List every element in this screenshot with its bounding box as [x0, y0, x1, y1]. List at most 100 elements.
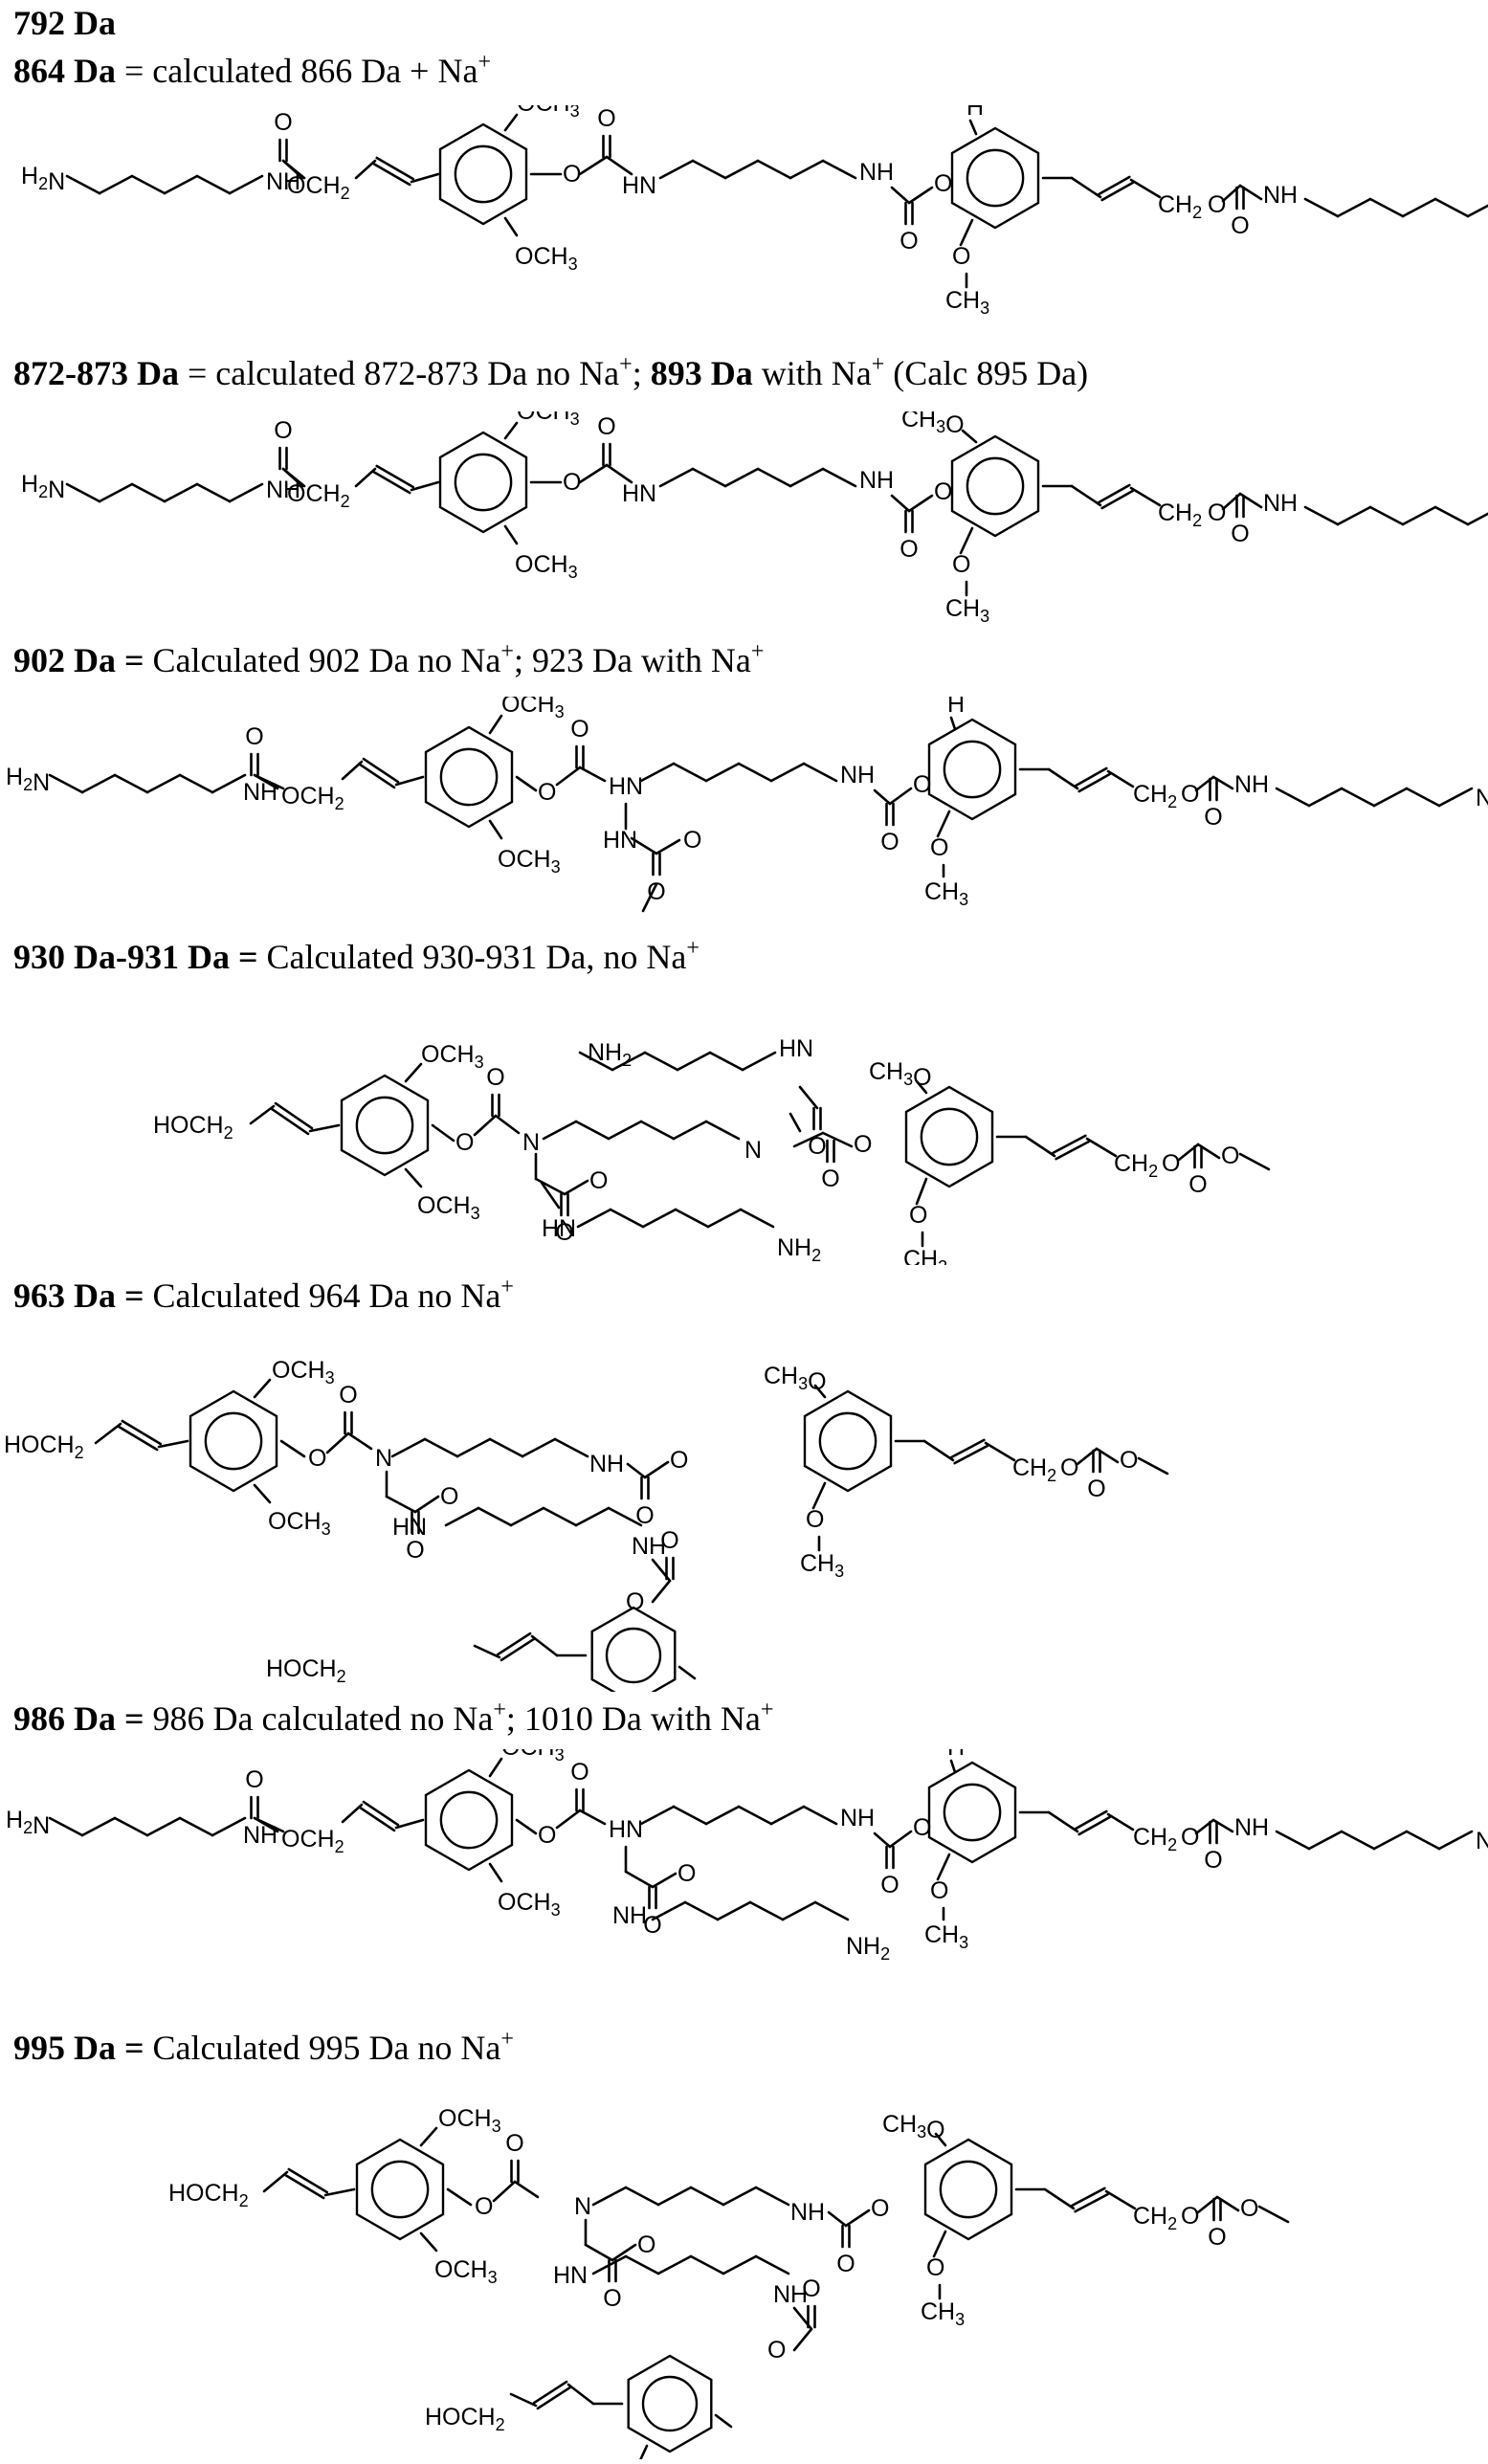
atom-label: CH3 [924, 1921, 968, 1952]
atom-label: N [375, 1445, 392, 1472]
atom-label: O [926, 2254, 944, 2281]
bond [641, 882, 658, 913]
atom-label: O [570, 716, 589, 743]
bond [536, 2386, 572, 2410]
bond [624, 2254, 660, 2275]
bond [672, 1120, 708, 1141]
bond [639, 2444, 649, 2459]
atom-label: O [1208, 191, 1226, 218]
bond [542, 1120, 578, 1141]
bond [270, 1107, 310, 1136]
bond [394, 1818, 425, 1830]
atom-label: OCH3 [417, 1192, 480, 1223]
atom-label: O [597, 105, 615, 132]
bond [873, 1831, 892, 1849]
bond [607, 1506, 643, 1527]
bond [605, 463, 633, 484]
atom-label: O [880, 1872, 899, 1898]
benzene-ring [950, 434, 1040, 538]
bond [1070, 484, 1102, 507]
atom-label: O [339, 1382, 357, 1409]
benzene-ring [627, 2354, 713, 2453]
atom-label: O [930, 834, 948, 861]
bond [65, 482, 101, 503]
bond [1275, 787, 1311, 808]
bond [1303, 505, 1340, 526]
benzene-ring [424, 725, 514, 829]
bond [1100, 489, 1135, 510]
bond [950, 1438, 986, 1459]
bond [769, 1805, 806, 1826]
bond [281, 159, 306, 180]
bond [444, 1506, 480, 1527]
atom-label: CH3 [800, 1550, 844, 1581]
caption-864: 864 Da = calculated 866 Da + Na+ [13, 50, 492, 90]
bond [792, 2327, 813, 2352]
bond [624, 2186, 660, 2207]
bond [362, 757, 400, 784]
atom-label: O [635, 1502, 654, 1529]
atom-label: O [245, 1766, 263, 1793]
benzene-ring [355, 2138, 445, 2241]
atom-label: O [406, 1537, 424, 1564]
atom-label: O [589, 1167, 608, 1194]
atom-label: O [930, 1877, 948, 1904]
atom-label: O [643, 1912, 661, 1939]
bond [1340, 1830, 1376, 1851]
bond [1437, 1830, 1474, 1851]
benzene-ring [904, 1085, 994, 1188]
atom-label: NH [1234, 771, 1269, 798]
atom-label: OCH3 [421, 1041, 484, 1072]
bond [113, 1816, 149, 1837]
bond [708, 1051, 744, 1072]
bond [611, 2243, 637, 2262]
benzene-ring [189, 1389, 278, 1493]
bond [641, 1208, 677, 1229]
atom-label: NH [840, 1805, 875, 1831]
atom-label: OCH3 [501, 697, 565, 721]
bond [1095, 1447, 1120, 1464]
aromatic-circle [818, 1411, 877, 1471]
bond [691, 467, 727, 488]
bond [788, 467, 825, 488]
atom-label: HN [603, 827, 637, 854]
atom-label: NH [589, 1451, 624, 1477]
atom-label: NH2 [846, 1933, 890, 1964]
atom-label: O [570, 1759, 589, 1786]
bond [748, 1900, 785, 1921]
atom-label: O [555, 1219, 573, 1246]
bond [574, 1506, 611, 1527]
bond [117, 1425, 159, 1452]
bond [253, 1483, 272, 1504]
bond [1275, 1830, 1311, 1851]
atom-label: OCH2 [281, 1826, 344, 1856]
bond [689, 2254, 725, 2275]
bond [936, 1853, 951, 1881]
bond [1405, 787, 1441, 808]
bond [1043, 2187, 1076, 2210]
bond [651, 1872, 677, 1889]
atom-label: O [952, 243, 970, 270]
bond [639, 1805, 676, 1826]
bond [178, 1816, 214, 1837]
bond [410, 480, 440, 492]
atom-label: O [1204, 1847, 1222, 1874]
bond [737, 762, 773, 783]
bond [844, 2209, 871, 2228]
bond [1097, 175, 1131, 196]
bond [888, 1830, 913, 1849]
bond [578, 155, 609, 176]
bond [195, 174, 232, 195]
bond [1368, 505, 1405, 526]
bond [253, 773, 279, 790]
atom-label: HN [609, 1816, 643, 1843]
benzene-ring [803, 1389, 893, 1493]
bond [431, 1123, 455, 1143]
bond [423, 1437, 459, 1458]
atom-label: HOCH2 [4, 1432, 84, 1462]
bond [555, 766, 582, 787]
bond [968, 119, 978, 136]
atom-label: O [934, 170, 952, 197]
